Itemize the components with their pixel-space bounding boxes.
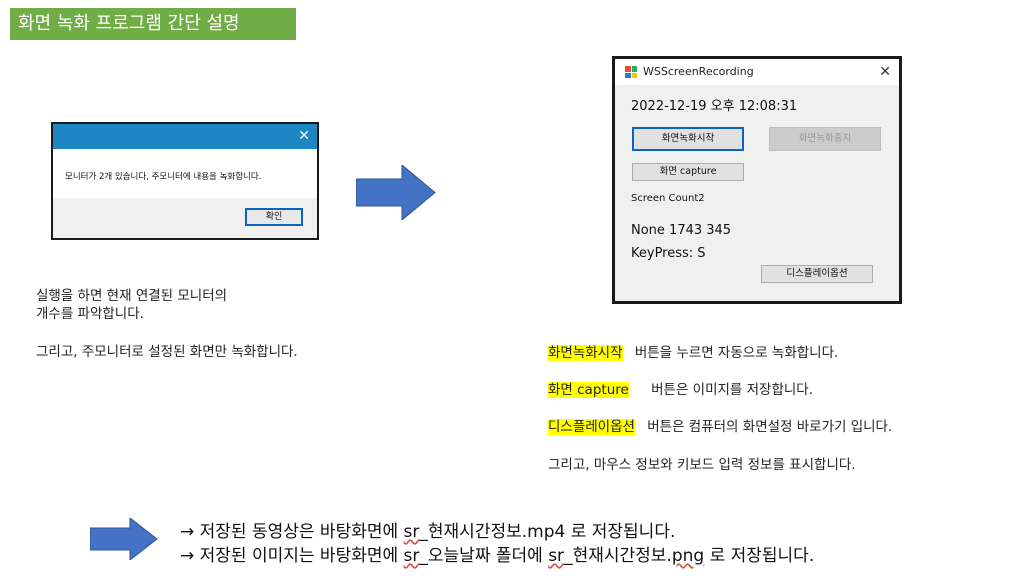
key-info-label: KeyPress: S	[631, 246, 706, 261]
capture-term: 화면 capture	[548, 382, 629, 398]
page-title-banner: 화면 녹화 프로그램 간단 설명	[10, 8, 296, 40]
right-arrow-icon	[90, 518, 158, 560]
right-arrow-icon	[356, 165, 436, 220]
image-note-folder: _오늘날짜 폴더에	[419, 546, 549, 566]
image-note-sr2: sr	[548, 546, 565, 566]
capture-text: 버튼은 이미지를 저장합니다.	[651, 382, 814, 398]
display-options-button[interactable]: 디스플레이옵션	[761, 265, 873, 283]
mouse-info-label: None 1743 345	[631, 223, 732, 238]
image-note-time: _현재시간정보.	[564, 546, 672, 566]
image-save-note: → 저장된 이미지는 바탕화면에 sr_오늘날짜 폴더에 sr_현재시간정보.p…	[180, 541, 814, 566]
display-description: 디스플레이옵션 버튼은 컴퓨터의 화면설정 바로가기 입니다.	[548, 415, 892, 435]
start-term: 화면녹화시작	[548, 345, 623, 361]
image-note-suffix: 로 저장됩니다.	[704, 546, 815, 566]
start-description: 화면녹화시작 버튼을 누르면 자동으로 녹화합니다.	[548, 341, 838, 361]
image-note-prefix: → 저장된 이미지는 바탕화면에	[180, 546, 404, 566]
video-note-sr: sr	[403, 522, 420, 542]
screen-recording-window: WSScreenRecording ✕ 2022-12-19 오후 12:08:…	[612, 56, 902, 304]
close-icon[interactable]: ✕	[879, 64, 891, 80]
capture-description: 화면 capture 버튼은 이미지를 저장합니다.	[548, 378, 813, 398]
image-note-png: png	[671, 546, 705, 566]
stop-recording-button[interactable]: 화면녹화중지	[769, 127, 881, 151]
capture-button[interactable]: 화면 capture	[632, 163, 744, 181]
monitor-message-box: ✕ 모니터가 2개 있습니다, 주모니터에 내용을 녹화합니다. 확인	[51, 122, 319, 240]
display-term: 디스플레이옵션	[548, 419, 635, 435]
app-titlebar: WSScreenRecording ✕	[615, 59, 899, 85]
image-note-sr: sr	[403, 546, 420, 566]
video-save-note: → 저장된 동영상은 바탕화면에 sr_현재시간정보.mp4 로 저장됩니다.	[180, 517, 675, 542]
message-box-text: 모니터가 2개 있습니다, 주모니터에 내용을 녹화합니다.	[65, 172, 262, 182]
left-desc-line3: 그리고, 주모니터로 설정된 화면만 녹화합니다.	[36, 344, 298, 360]
video-note-suffix: _현재시간정보.mp4 로 저장됩니다.	[419, 522, 676, 542]
window-title: WSScreenRecording	[643, 65, 754, 78]
close-icon[interactable]: ✕	[298, 128, 310, 144]
start-text: 버튼을 누르면 자동으로 녹화합니다.	[634, 345, 839, 361]
left-desc-line1: 실행을 하면 현재 연결된 모니터의	[36, 288, 228, 304]
left-desc-line2: 개수를 파악합니다.	[36, 306, 144, 322]
ok-button[interactable]: 확인	[245, 208, 303, 226]
extra-description: 그리고, 마우스 정보와 키보드 입력 정보를 표시합니다.	[548, 457, 856, 473]
message-box-titlebar: ✕	[53, 124, 317, 149]
start-recording-button[interactable]: 화면녹화시작	[632, 127, 744, 151]
screen-count-label: Screen Count2	[631, 193, 705, 204]
app-logo-icon	[625, 66, 637, 78]
video-note-prefix: → 저장된 동영상은 바탕화면에	[180, 522, 404, 542]
display-text: 버튼은 컴퓨터의 화면설정 바로가기 입니다.	[647, 419, 893, 435]
datetime-label: 2022-12-19 오후 12:08:31	[631, 99, 798, 114]
